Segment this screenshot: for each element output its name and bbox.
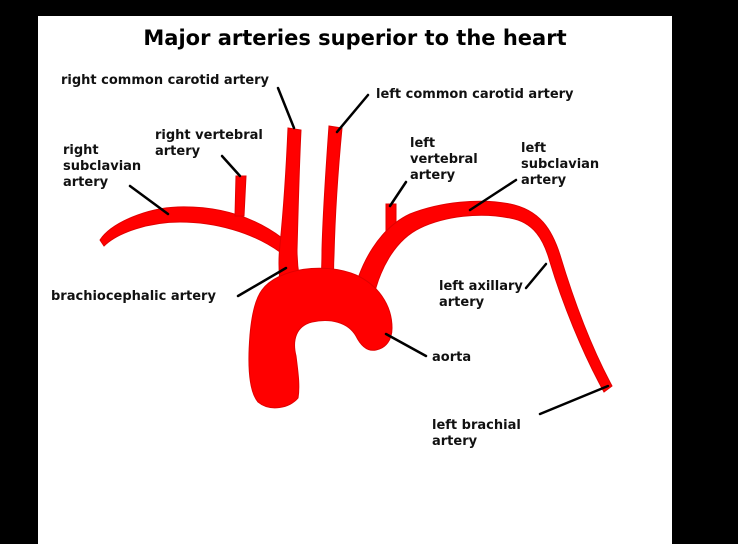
label-left-brachial-artery: left brachial artery (432, 418, 521, 449)
pointer-right-subclavian (128, 184, 170, 216)
label-right-vertebral-artery: right vertebral artery (155, 128, 263, 159)
pointer-left-subclavian (468, 178, 518, 212)
label-left-common-carotid-artery: left common carotid artery (376, 87, 574, 102)
pointer-left-common-carotid (335, 93, 370, 134)
right-subclavian-artery-shape (99, 206, 283, 253)
label-right-subclavian-artery: right subclavian artery (63, 143, 142, 190)
right-vertebral-artery-shape (234, 175, 247, 217)
pointer-brachiocephalic (236, 266, 288, 298)
pointer-right-common-carotid (276, 86, 296, 130)
aorta-shape (248, 267, 393, 409)
pointer-left-axillary (524, 262, 548, 290)
label-right-common-carotid-artery: right common carotid artery (61, 73, 270, 88)
label-left-subclavian-artery: left subclavian artery (521, 141, 600, 188)
pointer-aorta (384, 332, 428, 358)
label-left-axillary-artery: left axillary artery (439, 279, 523, 310)
label-aorta: aorta (432, 350, 472, 365)
diagram-title: Major arteries superior to the heart (143, 26, 567, 50)
pointer-left-vertebral (388, 180, 408, 208)
left-subclavian-artery-shape (351, 200, 613, 393)
pointer-left-brachial (538, 384, 610, 416)
pointer-right-vertebral (220, 154, 242, 178)
label-left-vertebral-artery: left vertebral artery (410, 136, 478, 183)
label-brachiocephalic-artery: brachiocephalic artery (51, 289, 216, 304)
